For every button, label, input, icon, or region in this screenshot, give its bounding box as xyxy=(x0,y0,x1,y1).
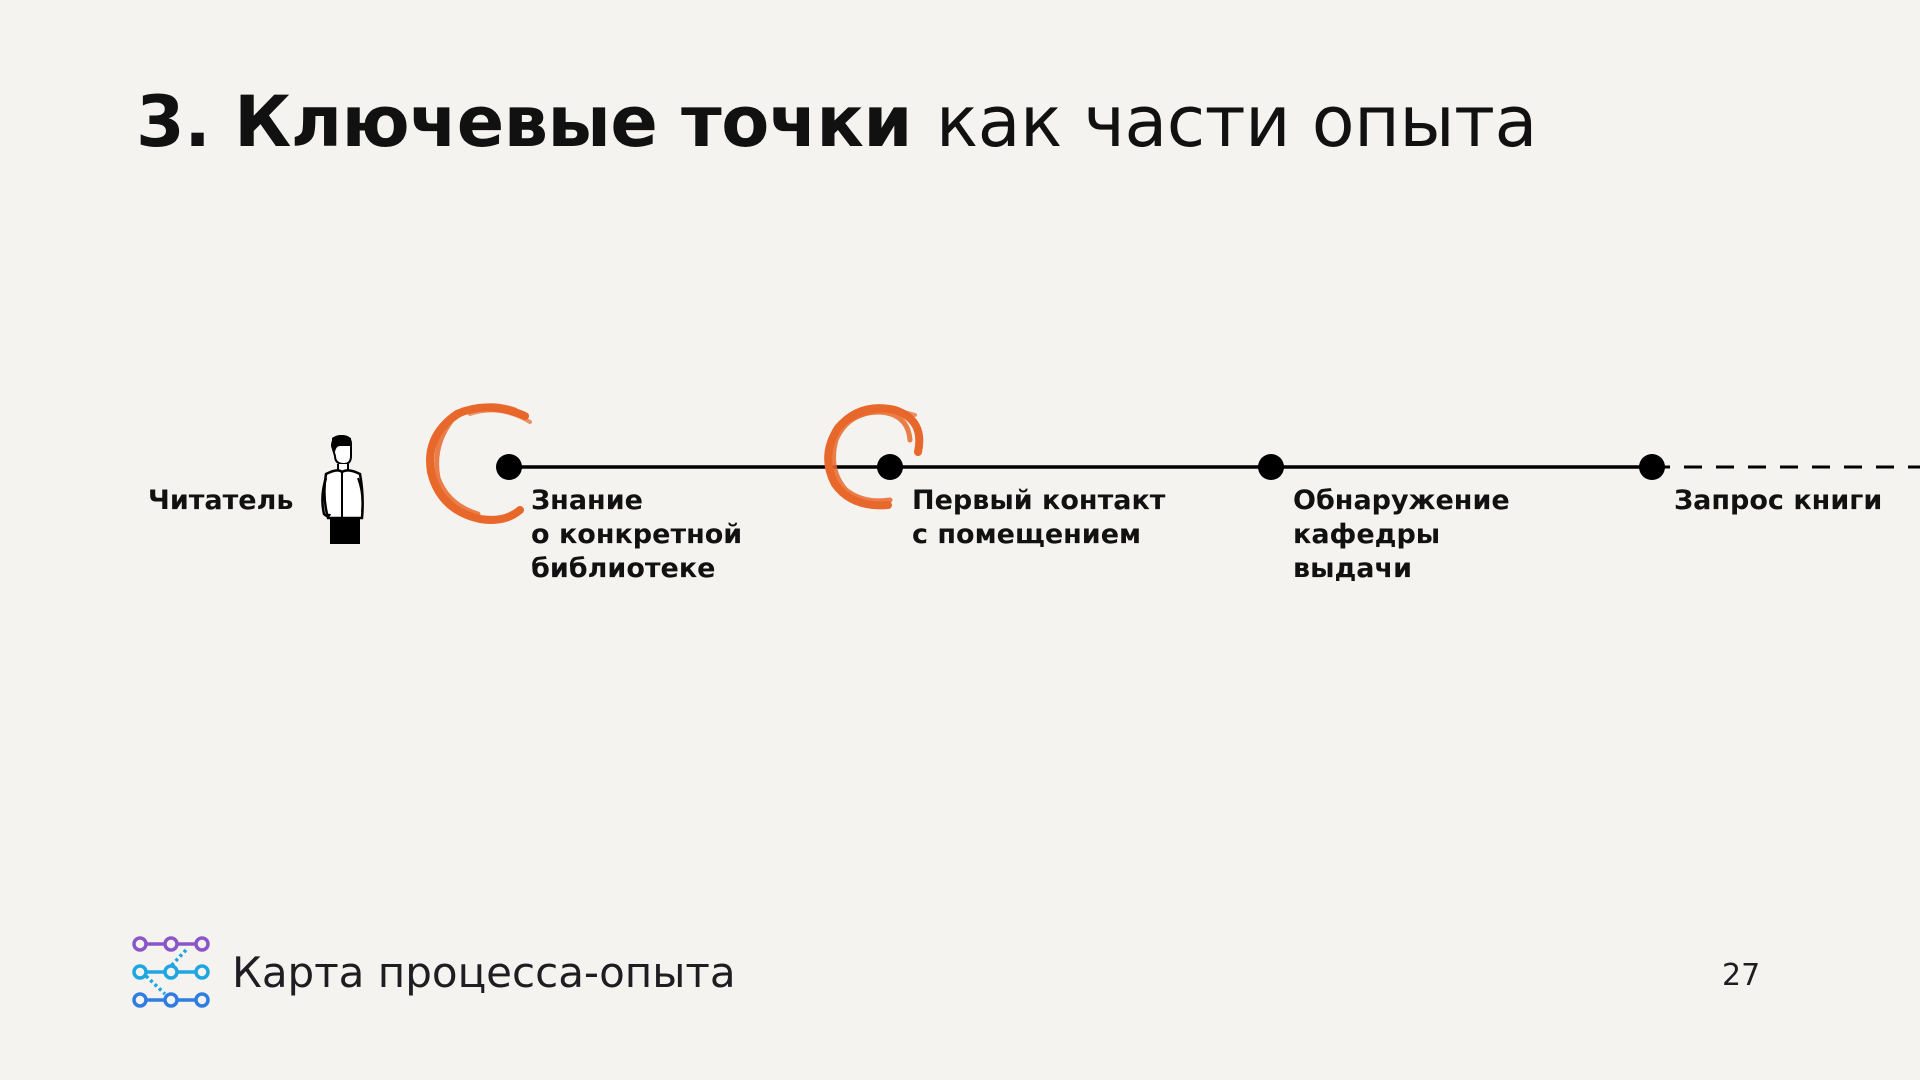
step-label-1: Знание о конкретной библиотеке xyxy=(531,484,742,586)
highlight-brush-circle-2 xyxy=(824,404,924,510)
person-icon xyxy=(321,434,364,544)
step-node-2 xyxy=(877,454,903,480)
step-label-4: Запрос книги xyxy=(1674,484,1882,518)
step-label-line: Обнаружение xyxy=(1293,485,1510,516)
step-label-line: Запрос книги xyxy=(1674,485,1883,516)
step-label-line: библиотеке xyxy=(531,553,716,584)
step-label-line: о конкретной xyxy=(531,519,743,550)
step-label-line: с помещением xyxy=(912,519,1142,550)
title-light: как части опыта xyxy=(935,81,1538,163)
step-label-line: кафедры xyxy=(1293,519,1441,550)
highlight-brush-circle-1 xyxy=(426,403,532,524)
step-label-3: Обнаружение кафедры выдачи xyxy=(1293,484,1510,586)
step-node-1 xyxy=(496,454,522,480)
step-node-3 xyxy=(1258,454,1284,480)
step-label-line: Первый контакт xyxy=(912,485,1166,516)
title-bold: 3. Ключевые точки xyxy=(136,81,912,163)
step-label-line: выдачи xyxy=(1293,553,1412,584)
step-label-2: Первый контакт с помещением xyxy=(912,484,1165,552)
actor-label: Читатель xyxy=(148,485,294,516)
process-map-logo-icon xyxy=(132,936,210,1008)
step-label-line: Знание xyxy=(531,485,643,516)
page-number: 27 xyxy=(1722,958,1761,993)
page-title: 3. Ключевые точки как части опыта xyxy=(136,84,1537,161)
step-node-4 xyxy=(1639,454,1665,480)
footer-title: Карта процесса-опыта xyxy=(232,948,736,997)
